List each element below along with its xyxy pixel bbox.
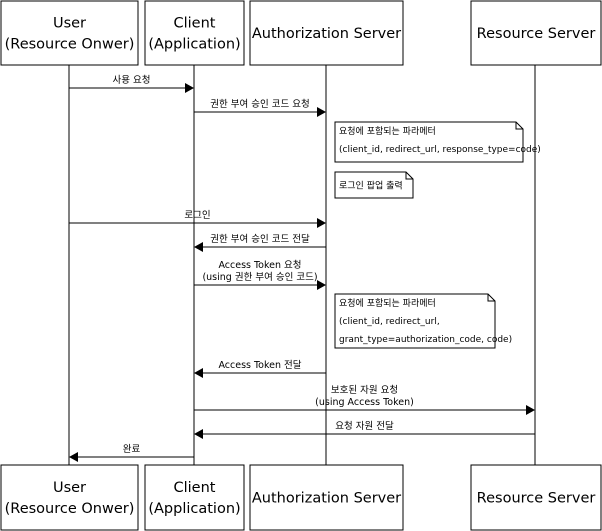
message-label-1: 권한 부여 승인 코드 요청 xyxy=(210,98,309,110)
actor-label-client-bottom: Client xyxy=(174,480,216,496)
actor-label-resource-bottom: Resource Server xyxy=(477,491,596,507)
message-label-0: 사용 요청 xyxy=(113,75,151,86)
message-label-4: (using 권한 부여 승인 코드) xyxy=(202,271,317,283)
message-label-8: 완료 xyxy=(123,444,141,455)
note-text-2: grant_type=authorization_code, code) xyxy=(339,335,512,345)
note-text-0: 요청에 포함되는 파라메터 xyxy=(339,126,436,137)
note-text-2: 요청에 포함되는 파라메터 xyxy=(339,298,436,309)
actor-label-auth-top: Authorization Server xyxy=(252,26,401,42)
actor-label-user-bottom: (Resource Onwer) xyxy=(5,501,135,517)
note-fold-0 xyxy=(515,122,523,130)
arrowhead-7 xyxy=(194,429,203,439)
message-label-6: 보호된 자원 요청 xyxy=(331,384,398,396)
note-text-0: (client_id, redirect_url, response_type=… xyxy=(339,145,541,155)
note-box-0 xyxy=(334,121,524,163)
actor-box-auth-bottom xyxy=(249,464,404,531)
actor-label-auth-bottom: Authorization Server xyxy=(252,491,401,507)
message-label-4: Access Token 요청 xyxy=(218,260,301,271)
arrowhead-2 xyxy=(317,218,326,228)
message-label-2: 로그인 xyxy=(184,210,210,221)
actor-box-client-top xyxy=(144,0,245,66)
actor-box-user-bottom xyxy=(0,464,139,531)
note-text-1: 로그인 팝업 출력 xyxy=(339,180,403,192)
message-label-7: 요청 자원 전달 xyxy=(335,420,394,432)
actor-box-resource-top xyxy=(470,0,602,66)
note-box-1 xyxy=(334,171,414,199)
actor-box-user-top xyxy=(0,0,139,66)
arrowhead-8 xyxy=(69,452,78,462)
arrowhead-1 xyxy=(317,107,326,117)
arrowhead-5 xyxy=(194,368,203,378)
actor-box-client-bottom xyxy=(144,464,245,531)
message-label-3: 권한 부여 승인 코드 전달 xyxy=(210,233,310,245)
message-label-6: (using Access Token) xyxy=(315,397,414,408)
actor-label-client-top: Client xyxy=(174,16,216,32)
actor-label-client-top: (Application) xyxy=(148,37,240,53)
actor-box-resource-bottom xyxy=(470,464,602,531)
arrowhead-0 xyxy=(185,83,194,93)
actor-label-client-bottom: (Application) xyxy=(148,501,240,517)
message-label-5: Access Token 전달 xyxy=(218,359,301,371)
actor-label-user-top: (Resource Onwer) xyxy=(5,37,135,53)
actor-label-user-bottom: User xyxy=(53,480,86,496)
arrowhead-6 xyxy=(526,405,535,415)
note-fold-1 xyxy=(405,172,413,180)
actor-box-auth-top xyxy=(249,0,404,66)
note-box-2 xyxy=(334,293,496,349)
arrowhead-4 xyxy=(317,280,326,290)
note-fold-2 xyxy=(487,294,495,302)
actor-label-resource-top: Resource Server xyxy=(477,26,596,42)
note-text-2: (client_id, redirect_url, xyxy=(339,317,440,327)
arrowhead-3 xyxy=(194,242,203,252)
actor-label-user-top: User xyxy=(53,16,86,32)
